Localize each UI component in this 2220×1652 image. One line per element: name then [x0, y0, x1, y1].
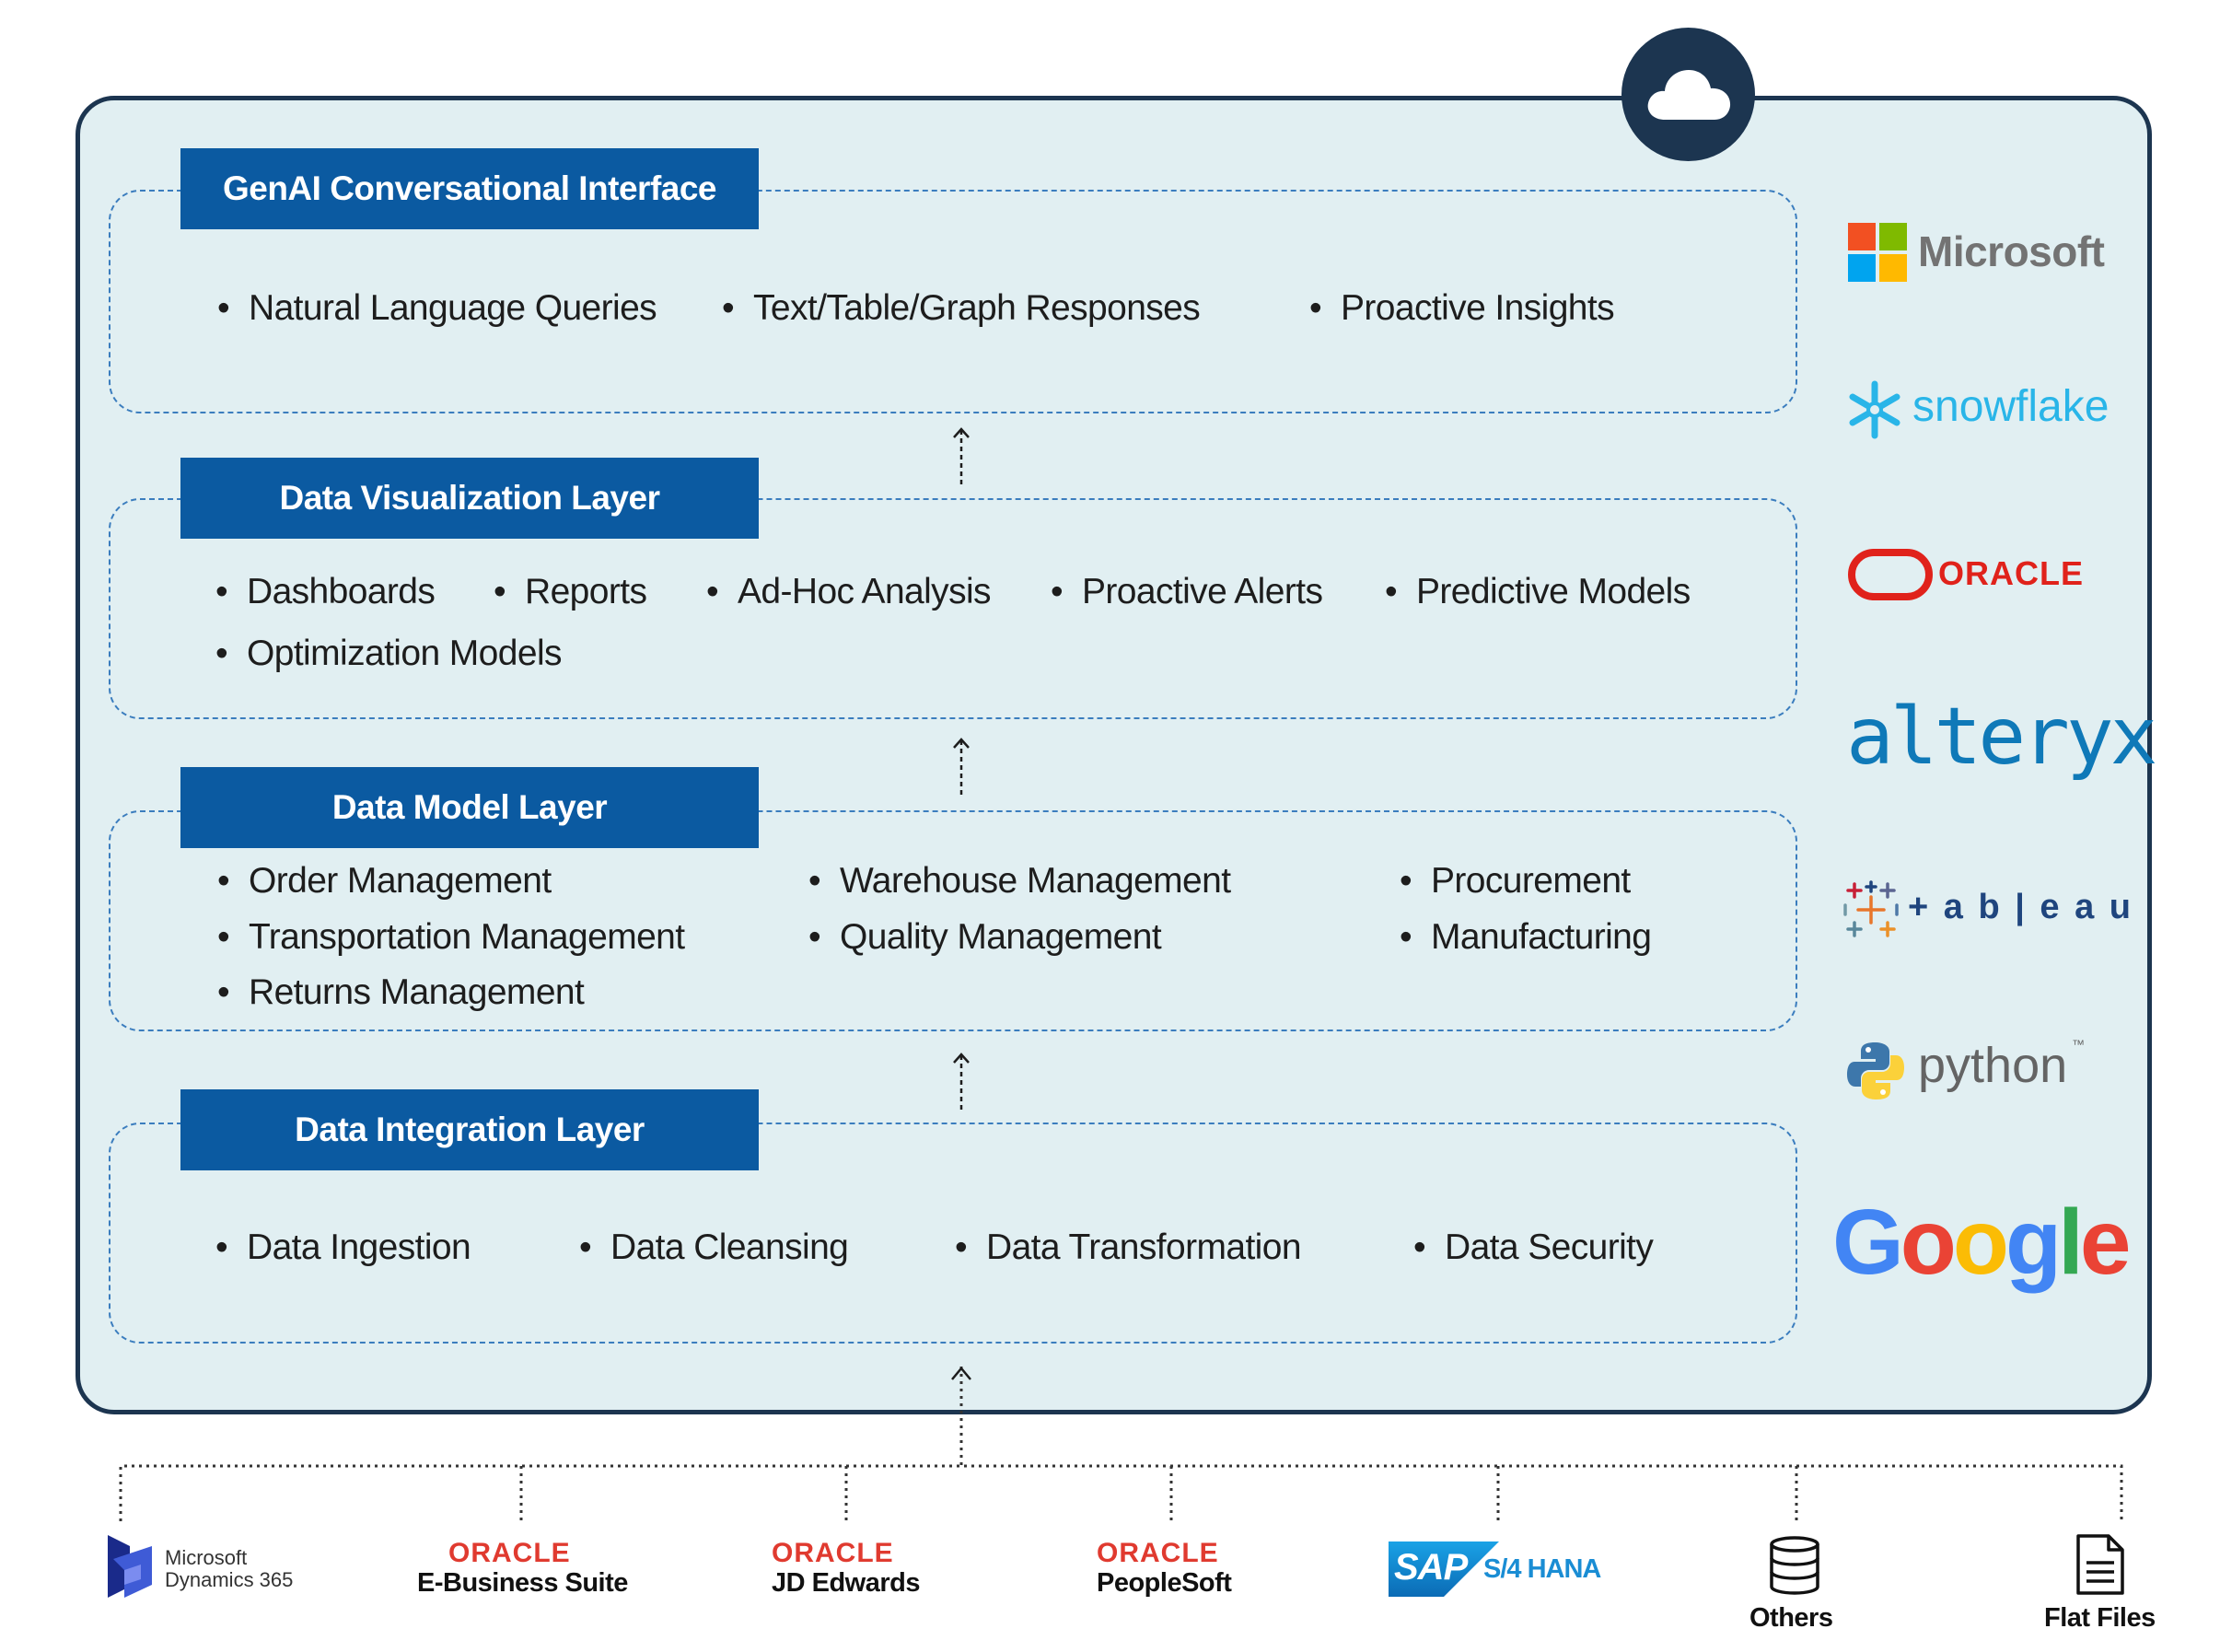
- up-arrow-icon: [953, 427, 970, 487]
- document-icon: [2076, 1534, 2124, 1595]
- layer-title-visualization: Data Visualization Layer: [180, 458, 759, 539]
- layer-visualization: [109, 498, 1797, 719]
- oracle-wordmark-ebs: ORACLE: [448, 1538, 571, 1568]
- cloud-icon: [1647, 69, 1730, 120]
- source-label-others: Others: [1749, 1603, 1833, 1633]
- list-item: Proactive Insights: [1309, 288, 1615, 329]
- list-item: Transportation Management: [217, 917, 685, 958]
- list-item: Ad-Hoc Analysis: [706, 572, 992, 612]
- source-label-flat-files: Flat Files: [2044, 1603, 2156, 1633]
- s4hana-wordmark: S/4 HANA: [1483, 1554, 1601, 1584]
- source-label-ebs: E-Business Suite: [417, 1568, 628, 1598]
- source-label-jde: JD Edwards: [772, 1568, 921, 1598]
- cloud-badge: [1621, 28, 1755, 161]
- list-item: Data Security: [1413, 1227, 1654, 1268]
- dynamics-line1: Microsoft: [165, 1546, 248, 1569]
- list-item: Dashboards: [215, 572, 436, 612]
- sap-badge-icon: [1389, 1541, 1499, 1597]
- layer-title-integration: Data Integration Layer: [180, 1089, 759, 1170]
- list-item: Manufacturing: [1400, 917, 1652, 958]
- layer-data-model: [109, 810, 1797, 1031]
- google-letter: G: [1832, 1191, 1904, 1294]
- layer-title-genai: GenAI Conversational Interface: [180, 148, 759, 229]
- oracle-o-icon: [1848, 549, 1933, 600]
- list-item: Data Ingestion: [215, 1227, 471, 1268]
- source-dynamics-365: Microsoft Dynamics 365: [104, 1533, 325, 1605]
- list-item: Text/Table/Graph Responses: [722, 288, 1201, 329]
- up-arrow-icon: [953, 738, 970, 797]
- google-letter: e: [2079, 1191, 2132, 1294]
- layer-integration: [109, 1123, 1797, 1344]
- microsoft-icon: [1848, 223, 1907, 282]
- list-item: Order Management: [217, 861, 552, 902]
- python-icon: [1847, 1042, 1904, 1099]
- python-wordmark: python: [1918, 1038, 2068, 1093]
- google-logo: Google: [1832, 1190, 2132, 1300]
- google-letter: l: [2058, 1191, 2084, 1294]
- snowflake-wordmark: snowflake: [1912, 382, 2110, 431]
- database-icon: [1770, 1536, 1819, 1595]
- oracle-wordmark: ORACLE: [1938, 554, 2084, 592]
- list-item: Predictive Models: [1385, 572, 1691, 612]
- alteryx-wordmark: alteryx: [1846, 691, 2157, 783]
- python-trademark: ™: [2072, 1037, 2085, 1052]
- list-item: Data Cleansing: [579, 1227, 849, 1268]
- oracle-wordmark-jde: ORACLE: [772, 1538, 894, 1568]
- google-letter: g: [2005, 1191, 2062, 1294]
- list-item: Returns Management: [217, 972, 585, 1013]
- list-item: Warehouse Management: [808, 861, 1231, 902]
- layer-title-data-model: Data Model Layer: [180, 767, 759, 848]
- tableau-logo: + a b | e a u: [1842, 878, 2131, 943]
- source-sap-s4hana: SAP S/4 HANA: [1389, 1541, 1610, 1599]
- dynamics-icon: [108, 1535, 152, 1598]
- list-item: Reports: [494, 572, 647, 612]
- dynamics-line2: Dynamics 365: [165, 1568, 294, 1591]
- google-letter: o: [1900, 1191, 1957, 1294]
- alteryx-logo: alteryx: [1846, 691, 2157, 792]
- oracle-logo: ORACLE: [1848, 547, 2115, 602]
- tableau-wordmark: + a b | e a u: [1908, 888, 2133, 926]
- microsoft-logo: Microsoft: [1848, 221, 2115, 284]
- sap-wordmark: SAP: [1394, 1547, 1468, 1588]
- list-item: Proactive Alerts: [1051, 572, 1323, 612]
- list-item: Quality Management: [808, 917, 1162, 958]
- list-item: Natural Language Queries: [217, 288, 657, 329]
- snowflake-icon: [1849, 380, 1900, 439]
- list-item: Procurement: [1400, 861, 1631, 902]
- tableau-cross-icon: [1843, 880, 1899, 937]
- microsoft-wordmark: Microsoft: [1918, 227, 2105, 275]
- snowflake-logo: snowflake: [1844, 376, 2121, 442]
- source-label-peoplesoft: PeopleSoft: [1097, 1568, 1232, 1598]
- oracle-wordmark-peoplesoft: ORACLE: [1097, 1538, 1219, 1568]
- up-arrow-icon: [953, 1053, 970, 1112]
- list-item: Data Transformation: [955, 1227, 1302, 1268]
- list-item: Optimization Models: [215, 634, 562, 674]
- python-logo: python ™: [1846, 1033, 2122, 1107]
- layer-genai: [109, 190, 1797, 413]
- google-letter: o: [1952, 1191, 2009, 1294]
